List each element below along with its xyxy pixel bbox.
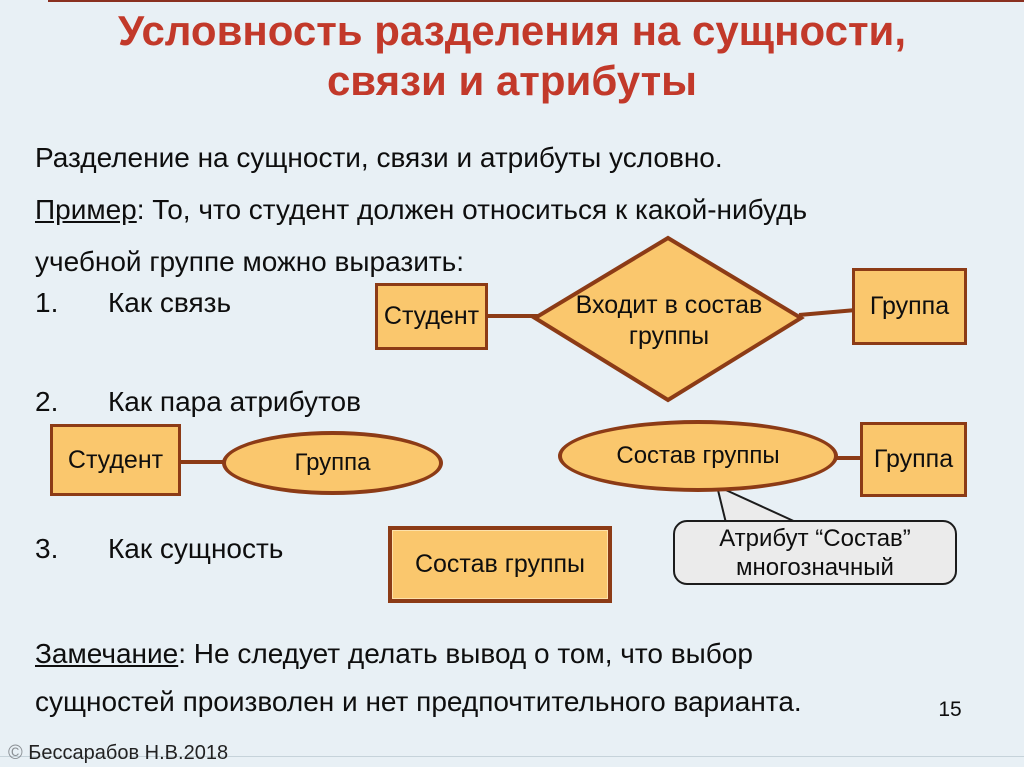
list-item-1-label: Как связь	[108, 287, 232, 318]
relation-label-line1: Входит в состав	[575, 291, 763, 319]
intro-paragraph: Разделение на сущности, связи и атрибуты…	[35, 132, 807, 288]
relation-diamond-label: Входит в состав группы	[545, 290, 793, 352]
note-line2: сущностей произволен и нет предпочтитель…	[35, 686, 802, 717]
note-line1: Замечание: Не следует делать вывод о том…	[35, 630, 802, 678]
top-border-line	[48, 0, 1024, 2]
note-label: Замечание	[35, 638, 179, 669]
list-item-2: 2. Как пара атрибутов	[35, 386, 361, 418]
callout-line2: многозначный	[736, 553, 894, 581]
entity-box-student-1-label: Студент	[383, 302, 480, 330]
page-number: 15	[938, 698, 962, 721]
attribute-ellipse-group: Группа	[222, 431, 443, 495]
list-item-2-label: Как пара атрибутов	[108, 386, 361, 417]
list-item-3-number: 3.	[35, 533, 59, 564]
list-item-3-label: Как сущность	[108, 533, 284, 564]
entity-box-group-2: Группа	[860, 422, 967, 497]
copyright-icon: ©	[8, 742, 23, 764]
note-rest: : Не следует делать вывод о том, что выб…	[178, 638, 753, 669]
entity-box-group-1-label: Группа	[869, 292, 950, 320]
entity-box-student-2-label: Студент	[67, 445, 164, 474]
entity-box-group-1: Группа	[852, 268, 967, 345]
example-label: Пример	[35, 194, 137, 225]
relation-label-line2: группы	[628, 322, 710, 350]
entity-box-group-2-label: Группа	[873, 445, 954, 473]
slide-title: Условность разделения на сущности, связи…	[0, 6, 1024, 106]
entity-box-composition: Состав группы	[388, 526, 612, 603]
connector-relation-group	[798, 308, 857, 317]
bottom-border-line	[0, 756, 1024, 757]
slide-title-line1: Условность разделения на сущности,	[117, 7, 907, 54]
slide-title-line2: связи и атрибуты	[326, 57, 698, 104]
entity-box-composition-label: Состав группы	[414, 550, 586, 578]
callout-tail	[715, 484, 799, 524]
callout-multivalued-attribute: Атрибут “Состав” многозначный	[673, 520, 957, 585]
callout-line1: Атрибут “Состав”	[719, 524, 911, 552]
list-item-2-number: 2.	[35, 386, 59, 417]
entity-box-student-1: Студент	[375, 283, 488, 350]
list-item-1: 1. Как связь	[35, 287, 231, 319]
example-rest: : То, что студент должен относиться к ка…	[136, 194, 808, 225]
attribute-ellipse-group-label: Группа	[294, 449, 371, 476]
intro-line3: учебной группе можно выразить:	[35, 246, 465, 277]
attribute-ellipse-composition: Состав группы	[558, 420, 838, 492]
intro-line1: Разделение на сущности, связи и атрибуты…	[35, 142, 723, 173]
copyright-footer: © Бессарабов Н.В.2018	[8, 742, 228, 765]
copyright-text: Бессарабов Н.В.2018	[22, 742, 229, 764]
list-item-1-number: 1.	[35, 287, 59, 318]
attribute-ellipse-composition-label: Состав группы	[616, 442, 780, 469]
note-paragraph: Замечание: Не следует делать вывод о том…	[35, 630, 802, 726]
list-item-3: 3. Как сущность	[35, 533, 283, 565]
entity-box-student-2: Студент	[50, 424, 181, 496]
intro-line2: Пример: То, что студент должен относитьс…	[35, 184, 807, 236]
